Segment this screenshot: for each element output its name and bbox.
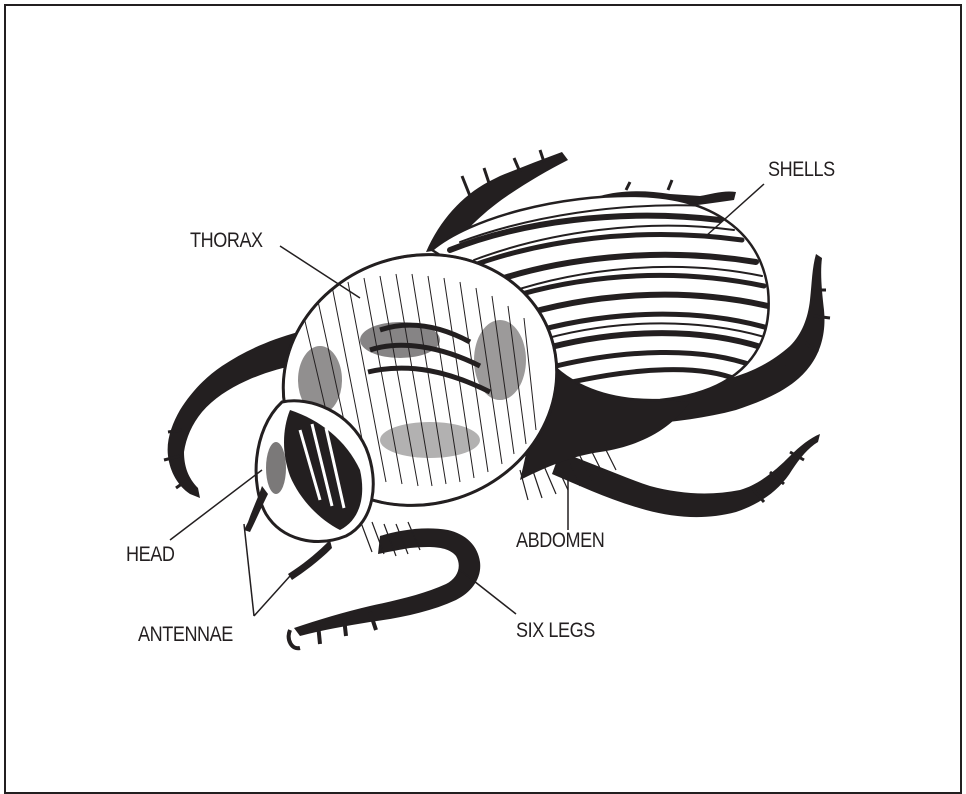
leg-front-bottom xyxy=(294,528,480,636)
label-thorax: THORAX xyxy=(190,230,263,251)
label-abdomen: ABDOMEN xyxy=(516,530,604,551)
label-head: HEAD xyxy=(126,544,174,565)
label-antennae: ANTENNAE xyxy=(138,624,233,645)
label-shells: SHELLS xyxy=(768,159,835,180)
antenna-right xyxy=(288,540,332,580)
label-six-legs: SIX LEGS xyxy=(516,620,595,641)
